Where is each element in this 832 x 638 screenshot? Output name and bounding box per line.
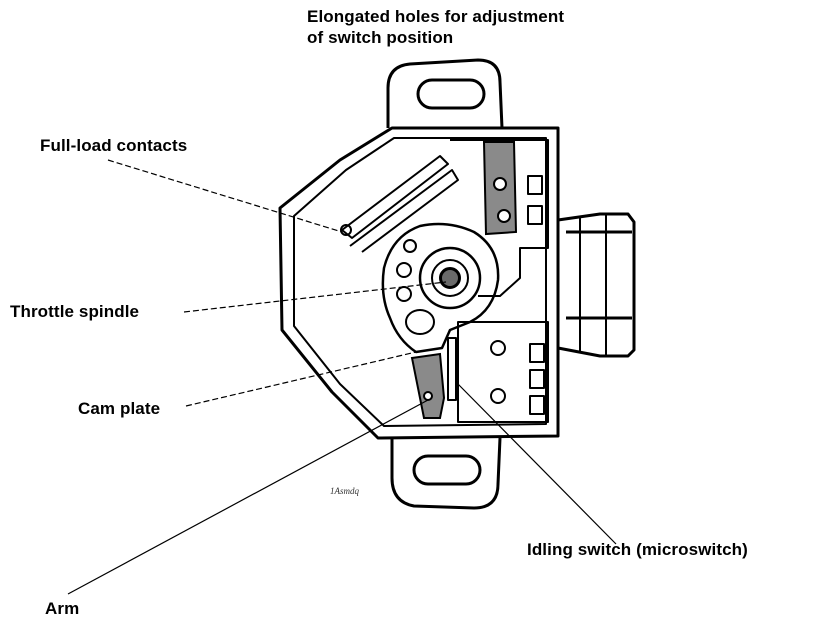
housing-outline (278, 126, 560, 440)
idling-microswitch-block (457, 321, 549, 423)
label-elongated-holes-line2: of switch position (307, 28, 454, 47)
label-elongated-holes-line1: Elongated holes for adjustment (307, 7, 565, 26)
cam-plate (381, 222, 500, 354)
leader-idling-switch (455, 381, 617, 545)
leader-cam-plate (185, 351, 417, 407)
leader-throttle-spindle (183, 281, 447, 313)
throttle-spindle-inner (431, 259, 469, 297)
leader-arm (67, 399, 429, 595)
figure-reference: 1Asmdq (330, 486, 359, 496)
arm-shaded (410, 352, 446, 419)
label-cam-plate: Cam plate (78, 399, 161, 418)
upper-contact-block (450, 139, 549, 297)
full-load-contact-strip (341, 155, 449, 239)
bottom-elongated-hole (412, 454, 482, 486)
top-elongated-hole (416, 78, 486, 110)
label-idling-switch: Idling switch (microswitch) (527, 540, 748, 559)
label-throttle-spindle: Throttle spindle (10, 302, 140, 321)
bottom-mounting-tab (390, 437, 502, 510)
throttle-spindle-outer (418, 246, 482, 310)
housing-inner (293, 137, 547, 427)
label-arm: Arm (45, 599, 80, 618)
connector-body (557, 212, 636, 358)
top-mounting-tab (386, 58, 504, 129)
label-full-load-contacts: Full-load contacts (40, 136, 188, 155)
leader-full-load (107, 159, 343, 233)
